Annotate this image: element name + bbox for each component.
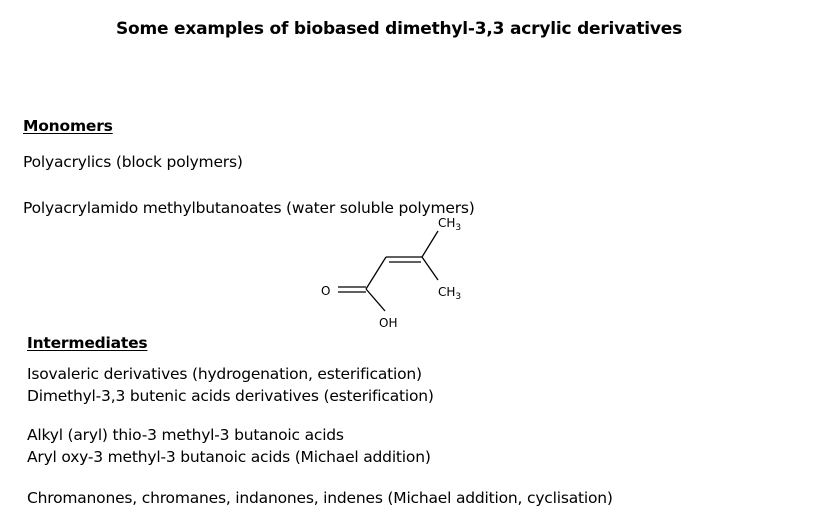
- intermediate-item-thio: Alkyl (aryl) thio-3 methyl-3 butanoic ac…: [27, 426, 344, 444]
- hydroxyl-bond: [365, 288, 386, 312]
- hydroxyl-label: OH: [379, 316, 397, 330]
- intermediate-item-butenic: Dimethyl-3,3 butenic acids derivatives (…: [27, 387, 434, 405]
- monomer-item-polyacrylamido: Polyacrylamido methylbutanoates (water s…: [23, 199, 475, 217]
- c1-c2-bond: [365, 256, 387, 290]
- methyl-right-bond: [421, 256, 439, 281]
- intermediates-heading: Intermediates: [27, 334, 148, 352]
- monomer-item-polyacrylics: Polyacrylics (block polymers): [23, 153, 243, 171]
- page-title: Some examples of biobased dimethyl-3,3 a…: [115, 19, 683, 39]
- intermediate-item-isovaleric: Isovaleric derivatives (hydrogenation, e…: [27, 365, 422, 383]
- methyl-right-label: CH3: [438, 285, 461, 302]
- oxygen-label: O: [321, 284, 330, 298]
- intermediate-item-chromanones: Chromanones, chromanes, indanones, inden…: [27, 489, 613, 507]
- monomers-heading: Monomers: [23, 117, 113, 135]
- methyl-top-bond: [421, 230, 439, 258]
- methyl-top-label: CH3: [438, 216, 461, 233]
- dimethylacrylic-acid-structure: O OH CH3 CH3: [321, 216, 461, 330]
- intermediate-item-aryloxy: Aryl oxy-3 methyl-3 butanoic acids (Mich…: [27, 448, 431, 466]
